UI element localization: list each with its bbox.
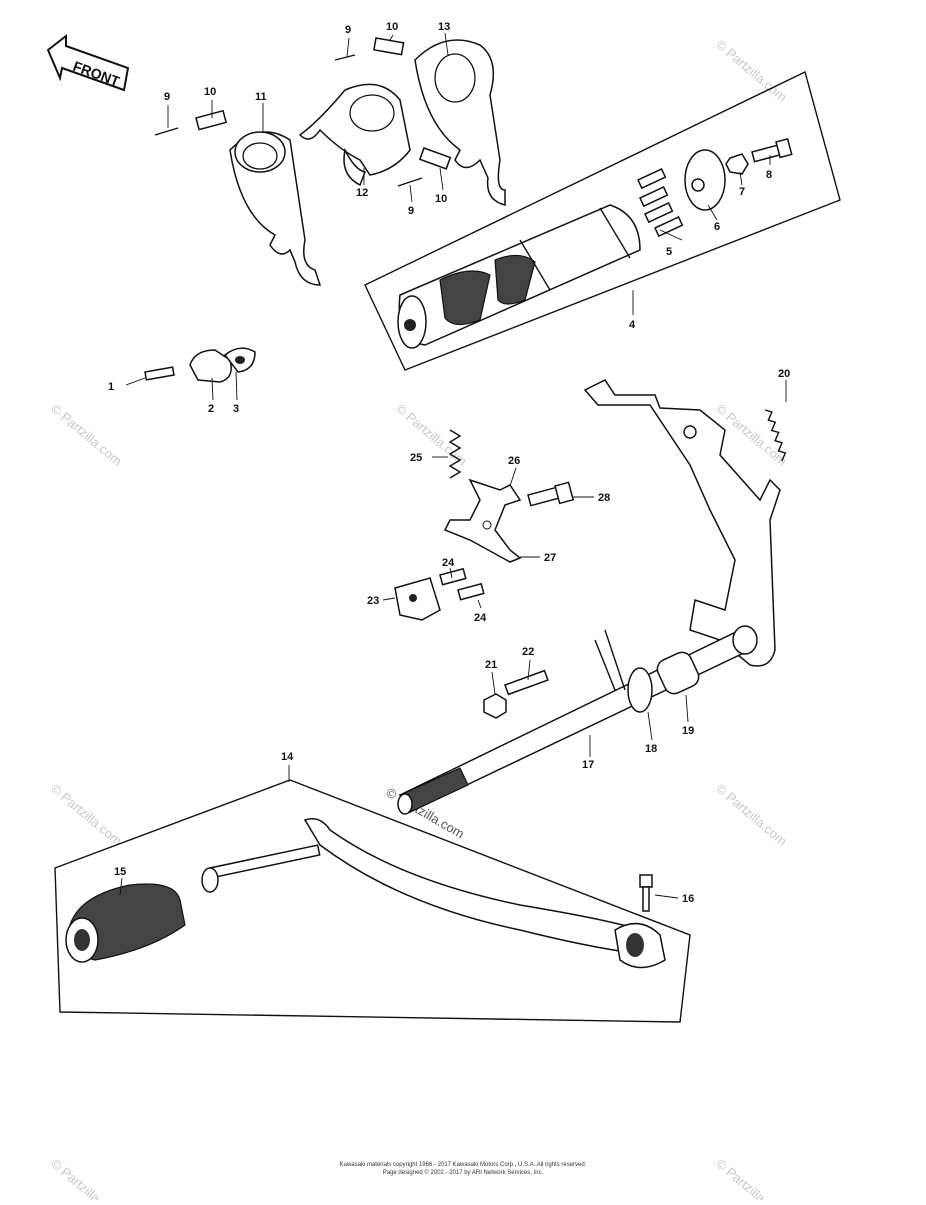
shaft-collar xyxy=(656,651,700,695)
watermark: © Partzilla.com xyxy=(713,1156,790,1200)
callout-9: 9 xyxy=(164,91,170,103)
callout-18: 18 xyxy=(645,743,657,755)
watermark: © Partzilla.com xyxy=(713,37,790,105)
callout-10: 10 xyxy=(204,86,216,98)
callout-1: 1 xyxy=(108,381,114,393)
stud xyxy=(504,669,549,696)
callout-16: 16 xyxy=(682,893,694,905)
pedal-rubber xyxy=(65,883,186,963)
callout-5: 5 xyxy=(666,246,672,258)
shift-fork-11 xyxy=(229,131,322,286)
copyright-line-1: Kawasaki materials copyright 1966 - 2017… xyxy=(340,1162,587,1168)
shift-pedal xyxy=(303,818,652,956)
callout-9: 9 xyxy=(408,205,414,217)
callout-28: 28 xyxy=(598,492,610,504)
washer xyxy=(725,153,749,175)
callout-17: 17 xyxy=(582,759,594,771)
guide-pin xyxy=(418,147,452,170)
pedal-peg-shaft xyxy=(209,844,321,879)
guide-pin xyxy=(373,37,405,56)
shift-drum-box xyxy=(364,71,841,371)
callout-13: 13 xyxy=(438,21,450,33)
callout-14: 14 xyxy=(281,751,294,763)
cotter-pin xyxy=(397,177,423,187)
drum-pins xyxy=(637,168,684,238)
shift-pedal-box xyxy=(54,779,691,1023)
callout-labels: 1 2 3 4 5 6 7 8 9 9 9 10 10 10 11 12 13 … xyxy=(108,21,790,905)
callout-3: 3 xyxy=(233,403,239,415)
shift-arm-bracket xyxy=(583,379,781,667)
callout-27: 27 xyxy=(544,552,556,564)
callout-20: 20 xyxy=(778,368,790,380)
callout-7: 7 xyxy=(739,186,745,198)
callout-15: 15 xyxy=(114,866,126,878)
front-arrow-icon: FRONT xyxy=(46,33,130,92)
bolt-24 xyxy=(457,582,485,601)
callout-10: 10 xyxy=(386,21,398,33)
watermark: © Partzilla.com xyxy=(713,781,790,849)
callout-2: 2 xyxy=(208,403,214,415)
callout-9: 9 xyxy=(345,24,351,36)
holder-plate xyxy=(394,577,441,621)
bolt-24 xyxy=(439,567,467,586)
nut xyxy=(483,693,507,719)
callout-24: 24 xyxy=(442,557,455,569)
shift-pawl xyxy=(443,478,522,563)
cotter-pin xyxy=(154,127,179,136)
drum-groove xyxy=(494,254,536,305)
callout-8: 8 xyxy=(766,169,772,181)
leader-lines xyxy=(119,32,787,899)
callout-10: 10 xyxy=(435,193,447,205)
copyright-footer: Kawasaki materials copyright 1966 - 2017… xyxy=(340,1162,587,1176)
shift-shaft xyxy=(397,625,758,815)
watermark: © Partzilla.com xyxy=(48,781,125,849)
copyright-line-2: Page designed © 2002 - 2017 by ARI Netwo… xyxy=(383,1169,544,1176)
return-spring xyxy=(764,409,787,462)
callout-25: 25 xyxy=(410,452,422,464)
callout-4: 4 xyxy=(629,319,636,331)
callout-12: 12 xyxy=(356,187,368,199)
callout-21: 21 xyxy=(485,659,497,671)
bolt-28 xyxy=(527,486,561,507)
callout-24: 24 xyxy=(474,612,487,624)
drum-groove xyxy=(439,270,491,326)
oil-seal xyxy=(627,667,653,713)
pawl-spring xyxy=(448,429,462,479)
stopper-assembly xyxy=(144,347,256,383)
callout-19: 19 xyxy=(682,725,694,737)
callout-6: 6 xyxy=(714,221,720,233)
shift-fork-12 xyxy=(298,83,411,187)
callout-26: 26 xyxy=(508,455,520,467)
callout-22: 22 xyxy=(522,646,534,658)
callout-11: 11 xyxy=(255,91,267,103)
pin-plate xyxy=(684,149,726,211)
watermark: © Partzilla.com xyxy=(48,1156,125,1200)
watermark: © Partzilla.com xyxy=(48,401,125,469)
cotter-pin xyxy=(334,54,356,61)
callout-23: 23 xyxy=(367,595,379,607)
bolt-8 xyxy=(751,137,793,163)
bolt-16 xyxy=(639,874,653,888)
shift-fork-13 xyxy=(414,39,506,206)
guide-pin xyxy=(195,109,228,131)
